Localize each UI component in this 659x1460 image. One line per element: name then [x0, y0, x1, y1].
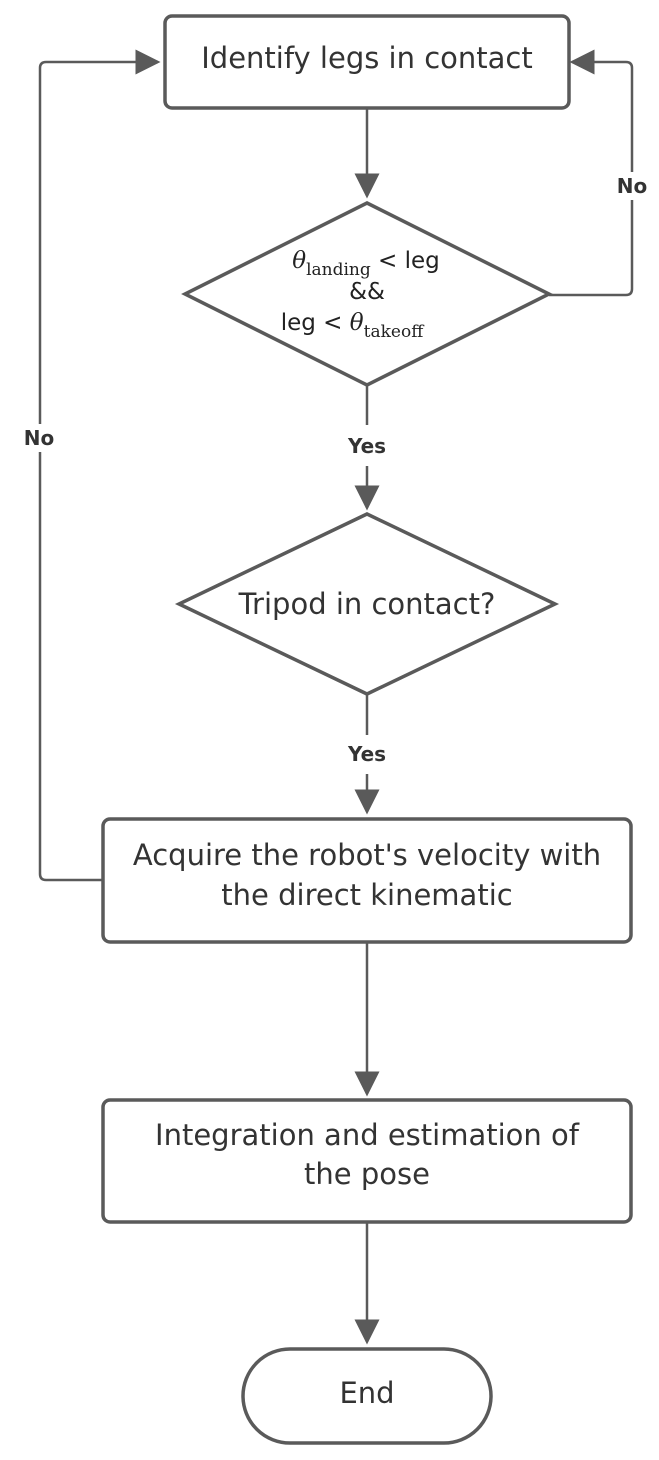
connectors	[38, 49, 634, 1345]
acquire-no-label: No	[24, 426, 54, 450]
theta-takeoff-symbol: θ	[350, 310, 364, 336]
node-identify-legs: Identify legs in contact	[163, 14, 571, 110]
identify-legs-label: Identify legs in contact	[201, 41, 533, 75]
theta-landing-symbol: θ	[292, 248, 306, 274]
node-integration: Integration and estimation of the pose	[101, 1098, 633, 1224]
edge-labels: Yes Yes No No	[20, 172, 652, 770]
angle-check-no-label: No	[617, 174, 647, 198]
angle-check-yes-label: Yes	[347, 434, 386, 458]
angle-check-line3-prefix: leg <	[281, 310, 350, 336]
landing-subscript: landing	[306, 260, 371, 280]
integration-line1: Integration and estimation of	[155, 1118, 580, 1152]
node-tripod-check: Tripod in contact?	[174, 512, 560, 696]
node-end: End	[241, 1347, 493, 1445]
acquire-velocity-line1: Acquire the robot's velocity with	[133, 838, 601, 872]
takeoff-subscript: takeoff	[364, 322, 426, 342]
integration-line2: the pose	[304, 1157, 430, 1191]
angle-check-line1: θlanding < leg	[292, 248, 440, 280]
angle-check-and: &&	[349, 279, 385, 305]
angle-check-line3: leg < θtakeoff	[281, 310, 425, 342]
tripod-yes-label: Yes	[347, 742, 386, 766]
node-angle-check: θlanding < leg && leg < θtakeoff	[181, 201, 553, 387]
angle-check-line1-rest: < leg	[371, 248, 440, 274]
node-acquire-velocity: Acquire the robot's velocity with the di…	[101, 817, 633, 944]
edge-acquire-no-loop	[38, 49, 161, 882]
end-label: End	[339, 1376, 394, 1410]
tripod-check-label: Tripod in contact?	[238, 587, 496, 621]
acquire-velocity-line2: the direct kinematic	[221, 878, 512, 912]
